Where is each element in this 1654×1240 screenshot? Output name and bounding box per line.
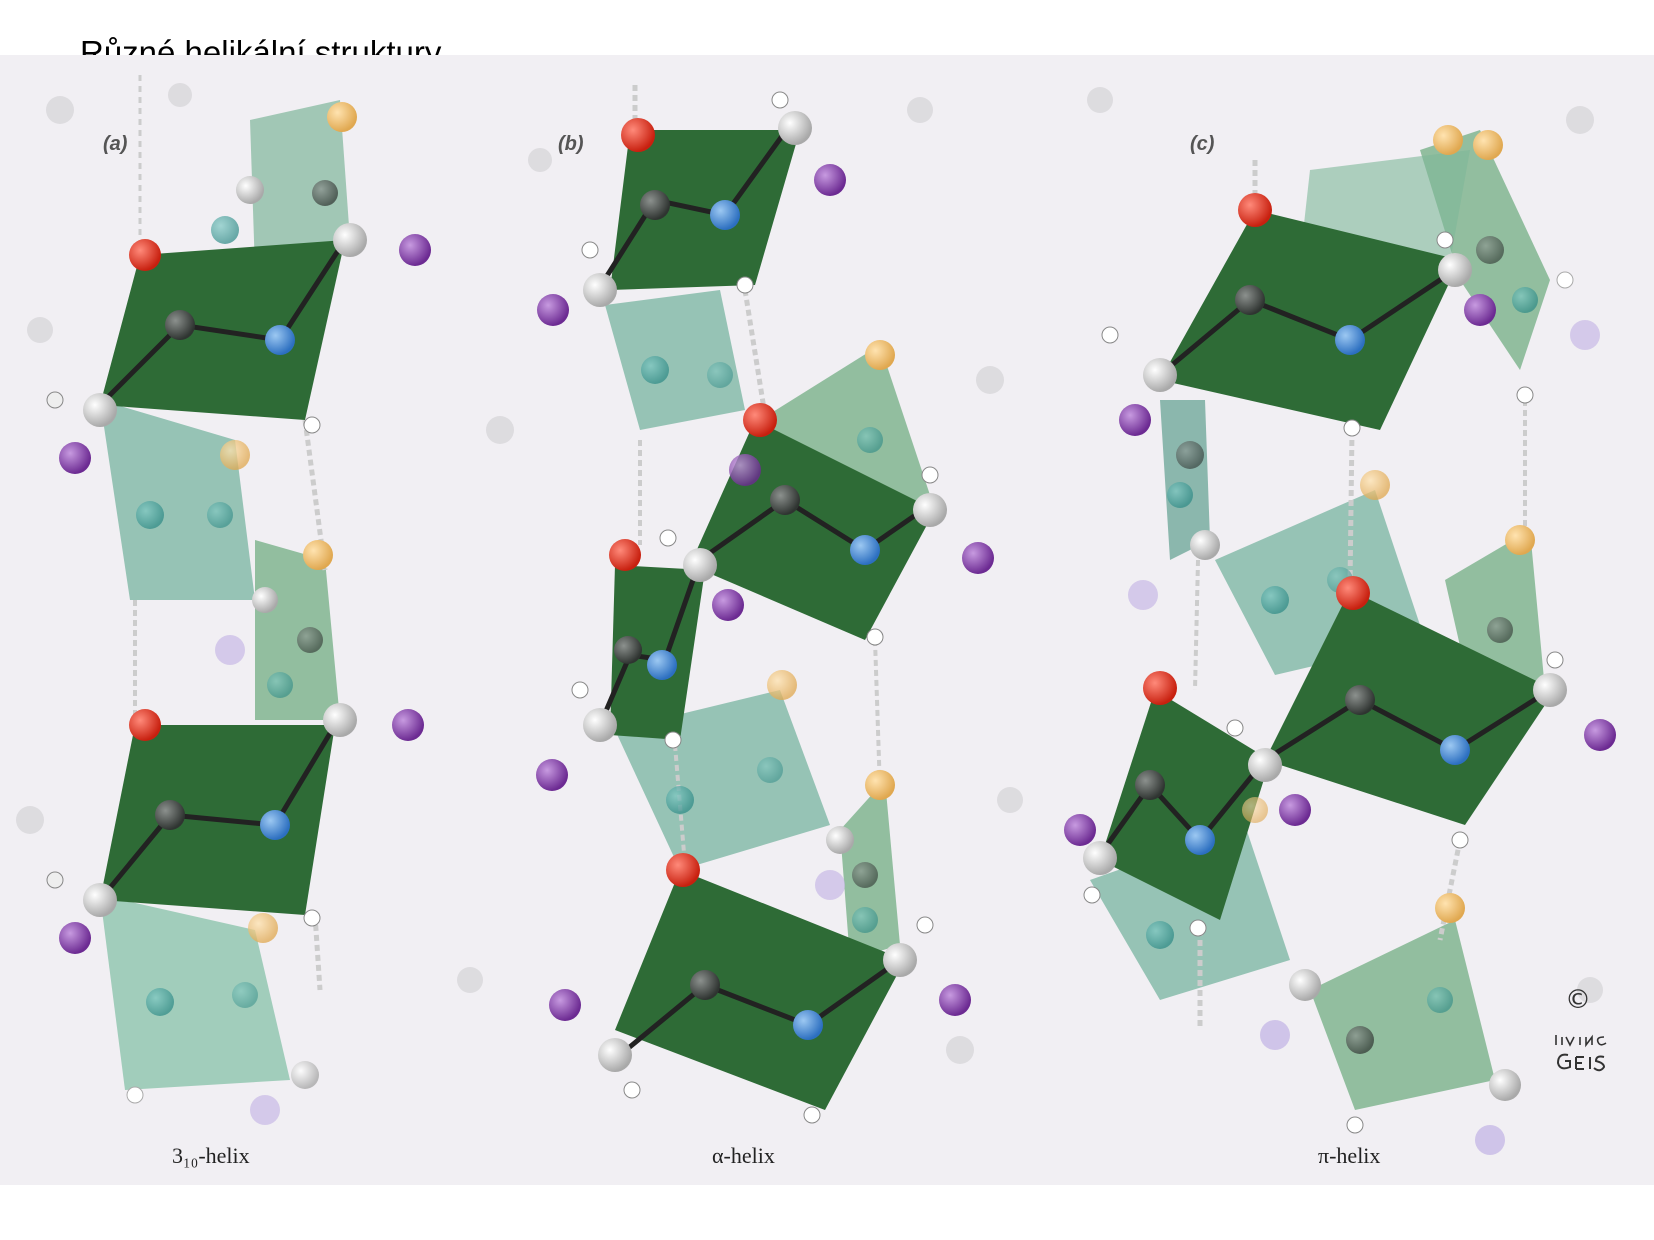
background-pattern [16, 83, 1603, 1064]
copyright-symbol: © [1565, 985, 1591, 1015]
panel-c-label: π-helix [1318, 1143, 1381, 1168]
helix-illustration [16, 75, 1616, 1155]
panel-a-letter: (a) [103, 133, 128, 155]
panel-a-label: 3₁₀-helix [172, 1143, 250, 1168]
panel-a-3-10-helix [46, 75, 431, 1125]
panel-b-alpha-helix [536, 85, 994, 1124]
artist-signature-logo [1555, 1034, 1607, 1072]
panel-b-letter: (b) [558, 133, 584, 155]
panel-c-pi-helix [1064, 125, 1616, 1155]
panel-c-letter: (c) [1190, 133, 1215, 155]
panel-b-label: α-helix [712, 1143, 775, 1168]
helix-figure: (a) (b) (c) 3₁₀-helix α-helix π-helix © [0, 55, 1654, 1185]
